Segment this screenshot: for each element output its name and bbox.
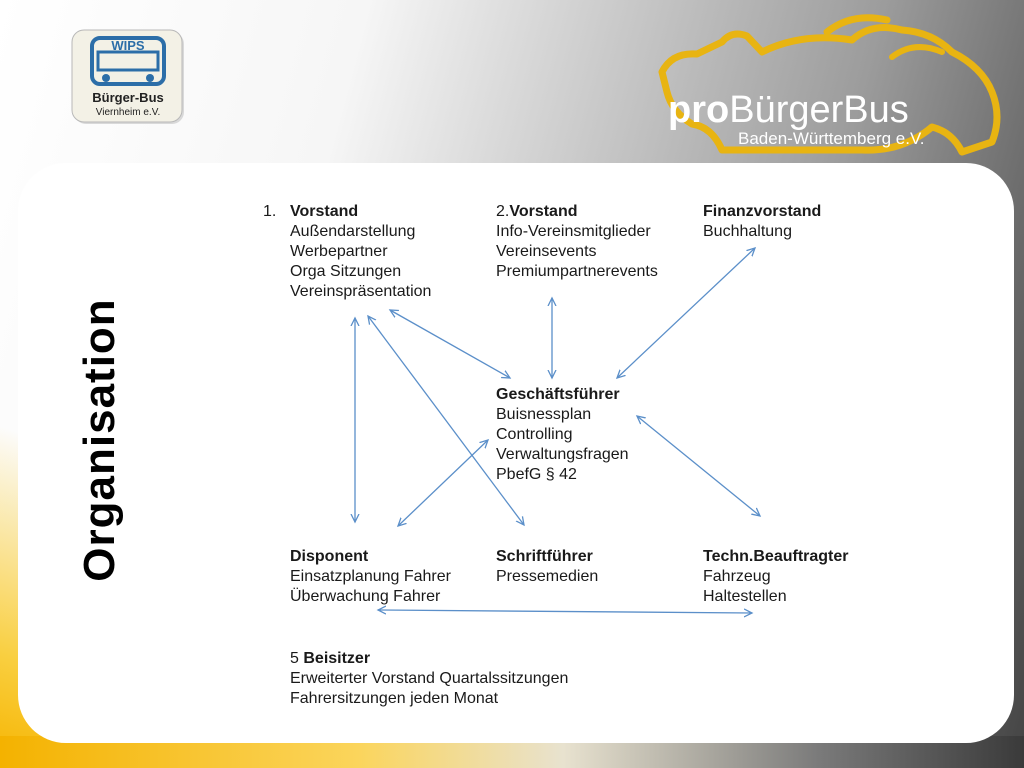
connector-finanzvorstand-geschaeftsfuehrer — [617, 248, 755, 378]
probuergerbus-logo-subtitle: Baden-Württemberg e.V. — [738, 129, 924, 148]
node-item: Premiumpartnerevents — [496, 263, 658, 280]
node-item: Controlling — [496, 426, 573, 443]
node-finanzvorstand: Finanzvorstand Buchhaltung — [703, 202, 821, 242]
probuergerbus-logo: proBürgerBus Baden-Württemberg e.V. — [658, 14, 1001, 156]
wips-logo-line1: Bürger-Bus — [92, 90, 164, 105]
node-item: PbefG § 42 — [496, 466, 577, 483]
node-item: Werbepartner — [290, 243, 388, 260]
node-item: Fahrersitzungen jeden Monat — [290, 690, 499, 707]
node-item: Buisnessplan — [496, 406, 592, 423]
node-item: Fahrzeug — [703, 568, 771, 585]
node-item: Buchhaltung — [703, 223, 792, 240]
node-schriftfuehrer: Schriftführer Pressemedien — [496, 547, 598, 587]
node-item: Info-Vereinsmitglieder — [496, 223, 651, 240]
node-number: 5 — [290, 650, 299, 667]
node-item: Einsatzplanung Fahrer — [290, 568, 451, 585]
connector-disponent-techn — [378, 610, 752, 613]
node-techn-beauftragter: Techn.Beauftragter Fahrzeug Haltestellen — [703, 547, 849, 607]
node-disponent: Disponent Einsatzplanung Fahrer Überwach… — [290, 547, 451, 607]
node-number: 1. — [263, 203, 277, 220]
node-item: Vereinspräsentation — [290, 283, 432, 300]
node-title: Vorstand — [290, 203, 359, 220]
node-geschaeftsfuehrer: Geschäftsführer Buisnessplan Controlling… — [496, 385, 629, 485]
connector-vorstand1-geschaeftsfuehrer — [390, 310, 510, 378]
connector-geschaeftsfuehrer-disponent — [398, 440, 488, 526]
connector-vorstand1-schriftfuehrer — [368, 316, 524, 525]
node-title: Geschäftsführer — [496, 386, 620, 403]
probuergerbus-logo-brand: BürgerBus — [729, 89, 909, 131]
node-title: Finanzvorstand — [703, 203, 822, 220]
node-title: Disponent — [290, 548, 369, 565]
node-item: Verwaltungsfragen — [496, 446, 629, 463]
node-number: 2. — [496, 203, 510, 220]
node-item: Erweiterter Vorstand Quartalssitzungen — [290, 670, 569, 687]
node-item: Pressemedien — [496, 568, 599, 585]
node-beisitzer: 5 Beisitzer Erweiterter Vorstand Quartal… — [290, 649, 568, 709]
node-vorstand-2: 2.Vorstand Info-Vereinsmitglieder Verein… — [496, 202, 658, 282]
node-title: Techn.Beauftragter — [703, 548, 849, 565]
node-vorstand-1: 1. Vorstand Außendarstellung Werbepartne… — [263, 202, 432, 302]
node-item: Vereinsevents — [496, 243, 597, 260]
node-item: Haltestellen — [703, 588, 787, 605]
node-title: Beisitzer — [303, 650, 371, 667]
node-item: Außendarstellung — [290, 223, 416, 240]
wips-logo-name: WIPS — [111, 38, 145, 53]
node-item: Orga Sitzungen — [290, 263, 402, 280]
svg-text:proBürgerBus: proBürgerBus — [668, 89, 909, 131]
probuergerbus-logo-prefix: pro — [668, 89, 729, 131]
node-title: Schriftführer — [496, 548, 593, 565]
wips-buerger-bus-logo: WIPS Bürger-Bus Viernheim e.V. — [71, 29, 184, 124]
wips-logo-line2: Viernheim e.V. — [96, 107, 161, 118]
connector-geschaeftsfuehrer-techn — [637, 416, 760, 516]
node-title: Vorstand — [509, 203, 578, 220]
node-item: Überwachung Fahrer — [290, 588, 441, 605]
